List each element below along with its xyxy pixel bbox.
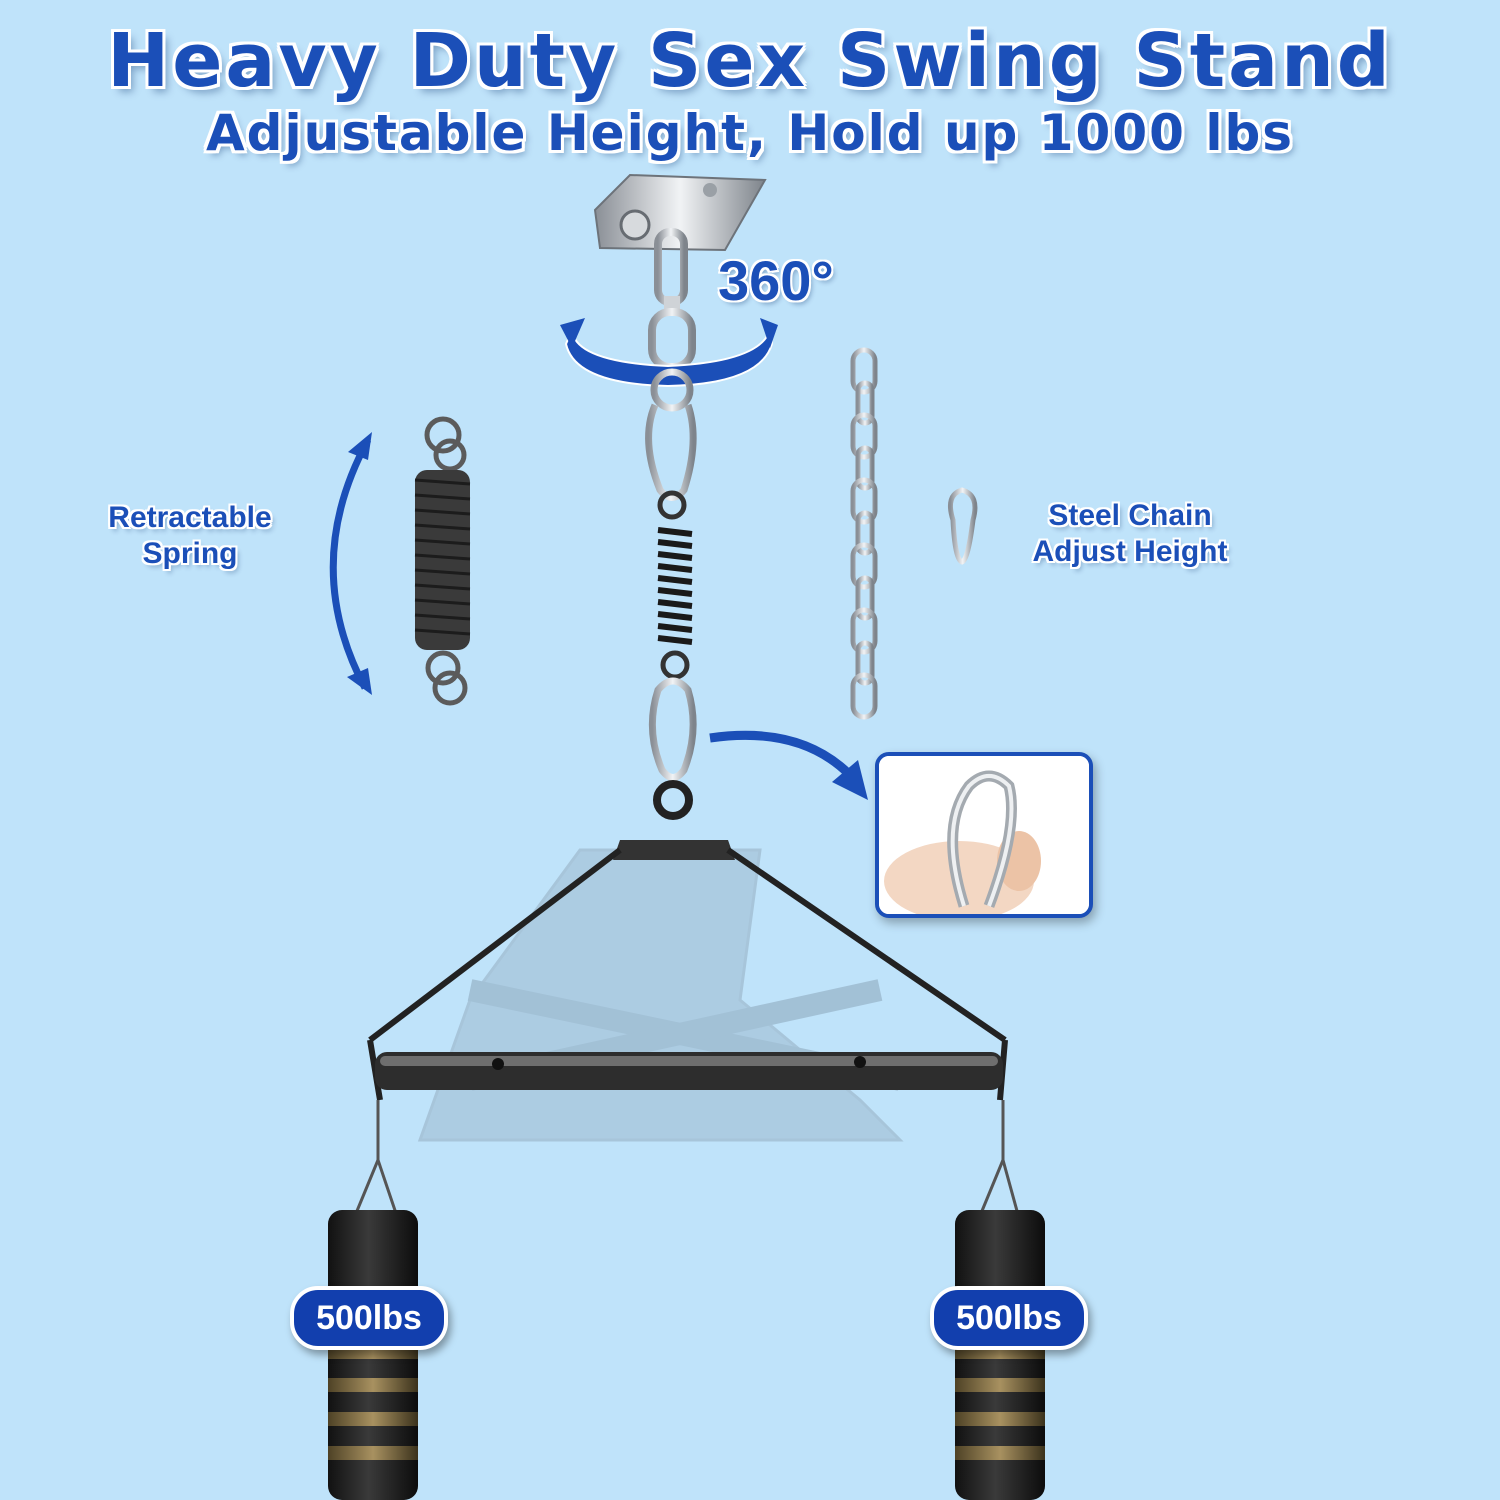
spring-label: Retractable Spring [90, 500, 290, 572]
spreader-bar-icon [367, 840, 1008, 1101]
top-carabiner-icon [645, 368, 697, 520]
bottom-carabiner-icon [648, 677, 697, 820]
spring-label-line2: Spring [142, 537, 238, 570]
chain-label-line1: Steel Chain [1048, 499, 1212, 532]
right-punching-bag-icon [955, 1210, 1045, 1500]
spring-icon [657, 527, 693, 680]
spring-label-line1: Retractable [108, 501, 272, 534]
left-punching-bag-icon [328, 1210, 418, 1500]
steel-chain-icon [850, 347, 878, 720]
chain-label-line2: Adjust Height [1032, 535, 1228, 568]
pointer-arrow-icon [709, 730, 868, 800]
page-title: Heavy Duty Sex Swing Stand [107, 18, 1393, 104]
small-carabiner-icon [948, 487, 978, 565]
page-subtitle: Adjustable Height, Hold up 1000 lbs [205, 104, 1295, 162]
hand-carabiner-icon [879, 756, 1089, 914]
left-weight-badge: 500lbs [290, 1286, 448, 1350]
rotation-arrow-icon [560, 318, 778, 388]
stretch-arrow-icon [329, 432, 372, 695]
stand-frame-shadow [417, 848, 904, 1142]
right-weight-badge: 500lbs [930, 1286, 1088, 1350]
chain-label: Steel Chain Adjust Height [1015, 498, 1245, 570]
carabiner-detail-inset [875, 752, 1093, 918]
rotation-label: 360° [718, 249, 834, 312]
retractable-spring-icon [414, 416, 471, 706]
